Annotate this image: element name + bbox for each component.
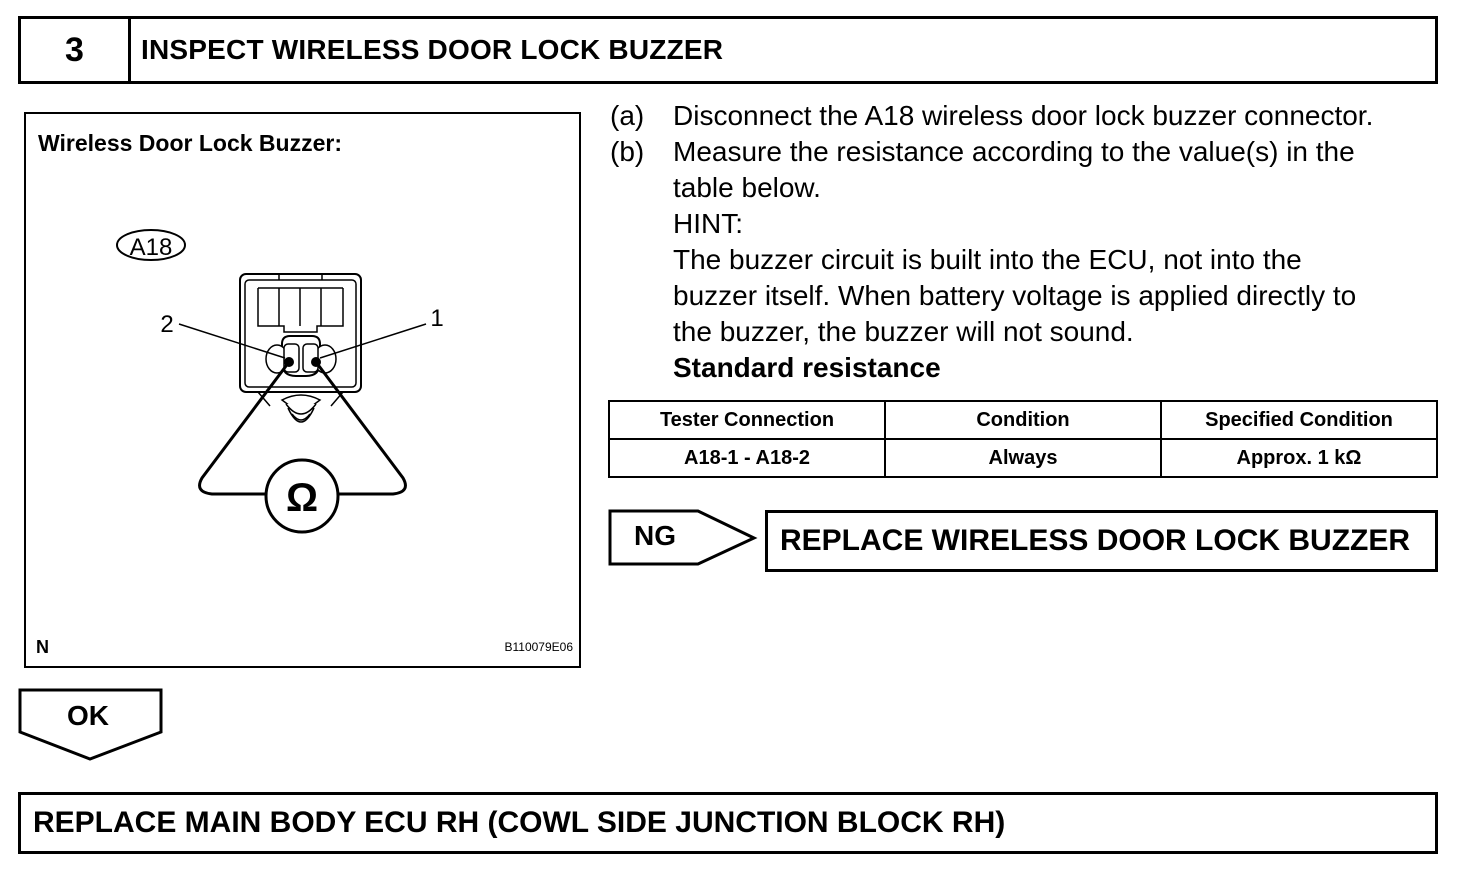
- table-header-cell: Condition: [884, 400, 1162, 440]
- hint-label: HINT:: [673, 208, 743, 239]
- table-cell: Approx. 1 kΩ: [1160, 438, 1438, 478]
- step-b-line-2: table below.: [673, 172, 821, 203]
- ng-action-box: REPLACE WIRELESS DOOR LOCK BUZZER: [765, 510, 1438, 572]
- table-row: A18-1 - A18-2 Always Approx. 1 kΩ: [608, 438, 1438, 478]
- step-header: 3 INSPECT WIRELESS DOOR LOCK BUZZER: [18, 16, 1438, 84]
- figure-title: Wireless Door Lock Buzzer:: [38, 130, 342, 156]
- step-b-letter: (b): [610, 136, 645, 167]
- tester-lead-right: [314, 361, 407, 496]
- ng-label: NG: [634, 520, 676, 551]
- ohm-symbol: Ω: [286, 476, 318, 520]
- ok-action-box: REPLACE MAIN BODY ECU RH (COWL SIDE JUNC…: [18, 792, 1438, 854]
- ng-arrow-icon: [608, 509, 758, 566]
- table-header-cell: Tester Connection: [608, 400, 886, 440]
- ok-arrow-icon: [18, 688, 163, 761]
- standard-resistance-label: Standard resistance: [673, 352, 941, 383]
- ohmmeter-icon: [264, 458, 340, 534]
- table-cell: A18-1 - A18-2: [608, 438, 886, 478]
- step-a: (a) Disconnect the A18 wireless door loc…: [610, 98, 1450, 134]
- table-header-cell: Specified Condition: [1160, 400, 1438, 440]
- hint-line-3: the buzzer, the buzzer will not sound.: [673, 316, 1134, 347]
- pin-2-label: 2: [160, 311, 173, 338]
- pin-2-leader: [178, 323, 286, 359]
- ok-label: OK: [67, 700, 109, 731]
- tester-lead-left: [198, 361, 291, 496]
- figure-image-code: B110079E06: [504, 640, 573, 654]
- pin-1-leader: [319, 323, 427, 359]
- step-title: INSPECT WIRELESS DOOR LOCK BUZZER: [141, 34, 724, 65]
- standard-resistance-table: Tester Connection Condition Specified Co…: [608, 400, 1438, 478]
- step-a-letter: (a): [610, 100, 645, 131]
- step-a-text: Disconnect the A18 wireless door lock bu…: [673, 100, 1374, 131]
- step-b-line-1: Measure the resistance according to the …: [673, 136, 1355, 167]
- hint-line-1: The buzzer circuit is built into the ECU…: [673, 244, 1302, 275]
- hint-line-2: buzzer itself. When battery voltage is a…: [673, 280, 1357, 311]
- table-cell: Always: [884, 438, 1162, 478]
- connector-code-ellipse: [116, 229, 186, 261]
- connector-illustration: A18 2 1 Ω: [24, 112, 581, 668]
- pin-1-label: 1: [430, 305, 443, 332]
- connector-diagram: A18 2 1 Ω: [116, 229, 444, 534]
- step-number: 3: [21, 19, 131, 81]
- table-header-row: Tester Connection Condition Specified Co…: [608, 400, 1438, 440]
- step-b: (b) Measure the resistance according to …: [610, 134, 1450, 170]
- procedure-steps: (a) Disconnect the A18 wireless door loc…: [610, 98, 1450, 386]
- connector-code-label: A18: [130, 234, 173, 261]
- figure-corner-mark: N: [36, 637, 49, 657]
